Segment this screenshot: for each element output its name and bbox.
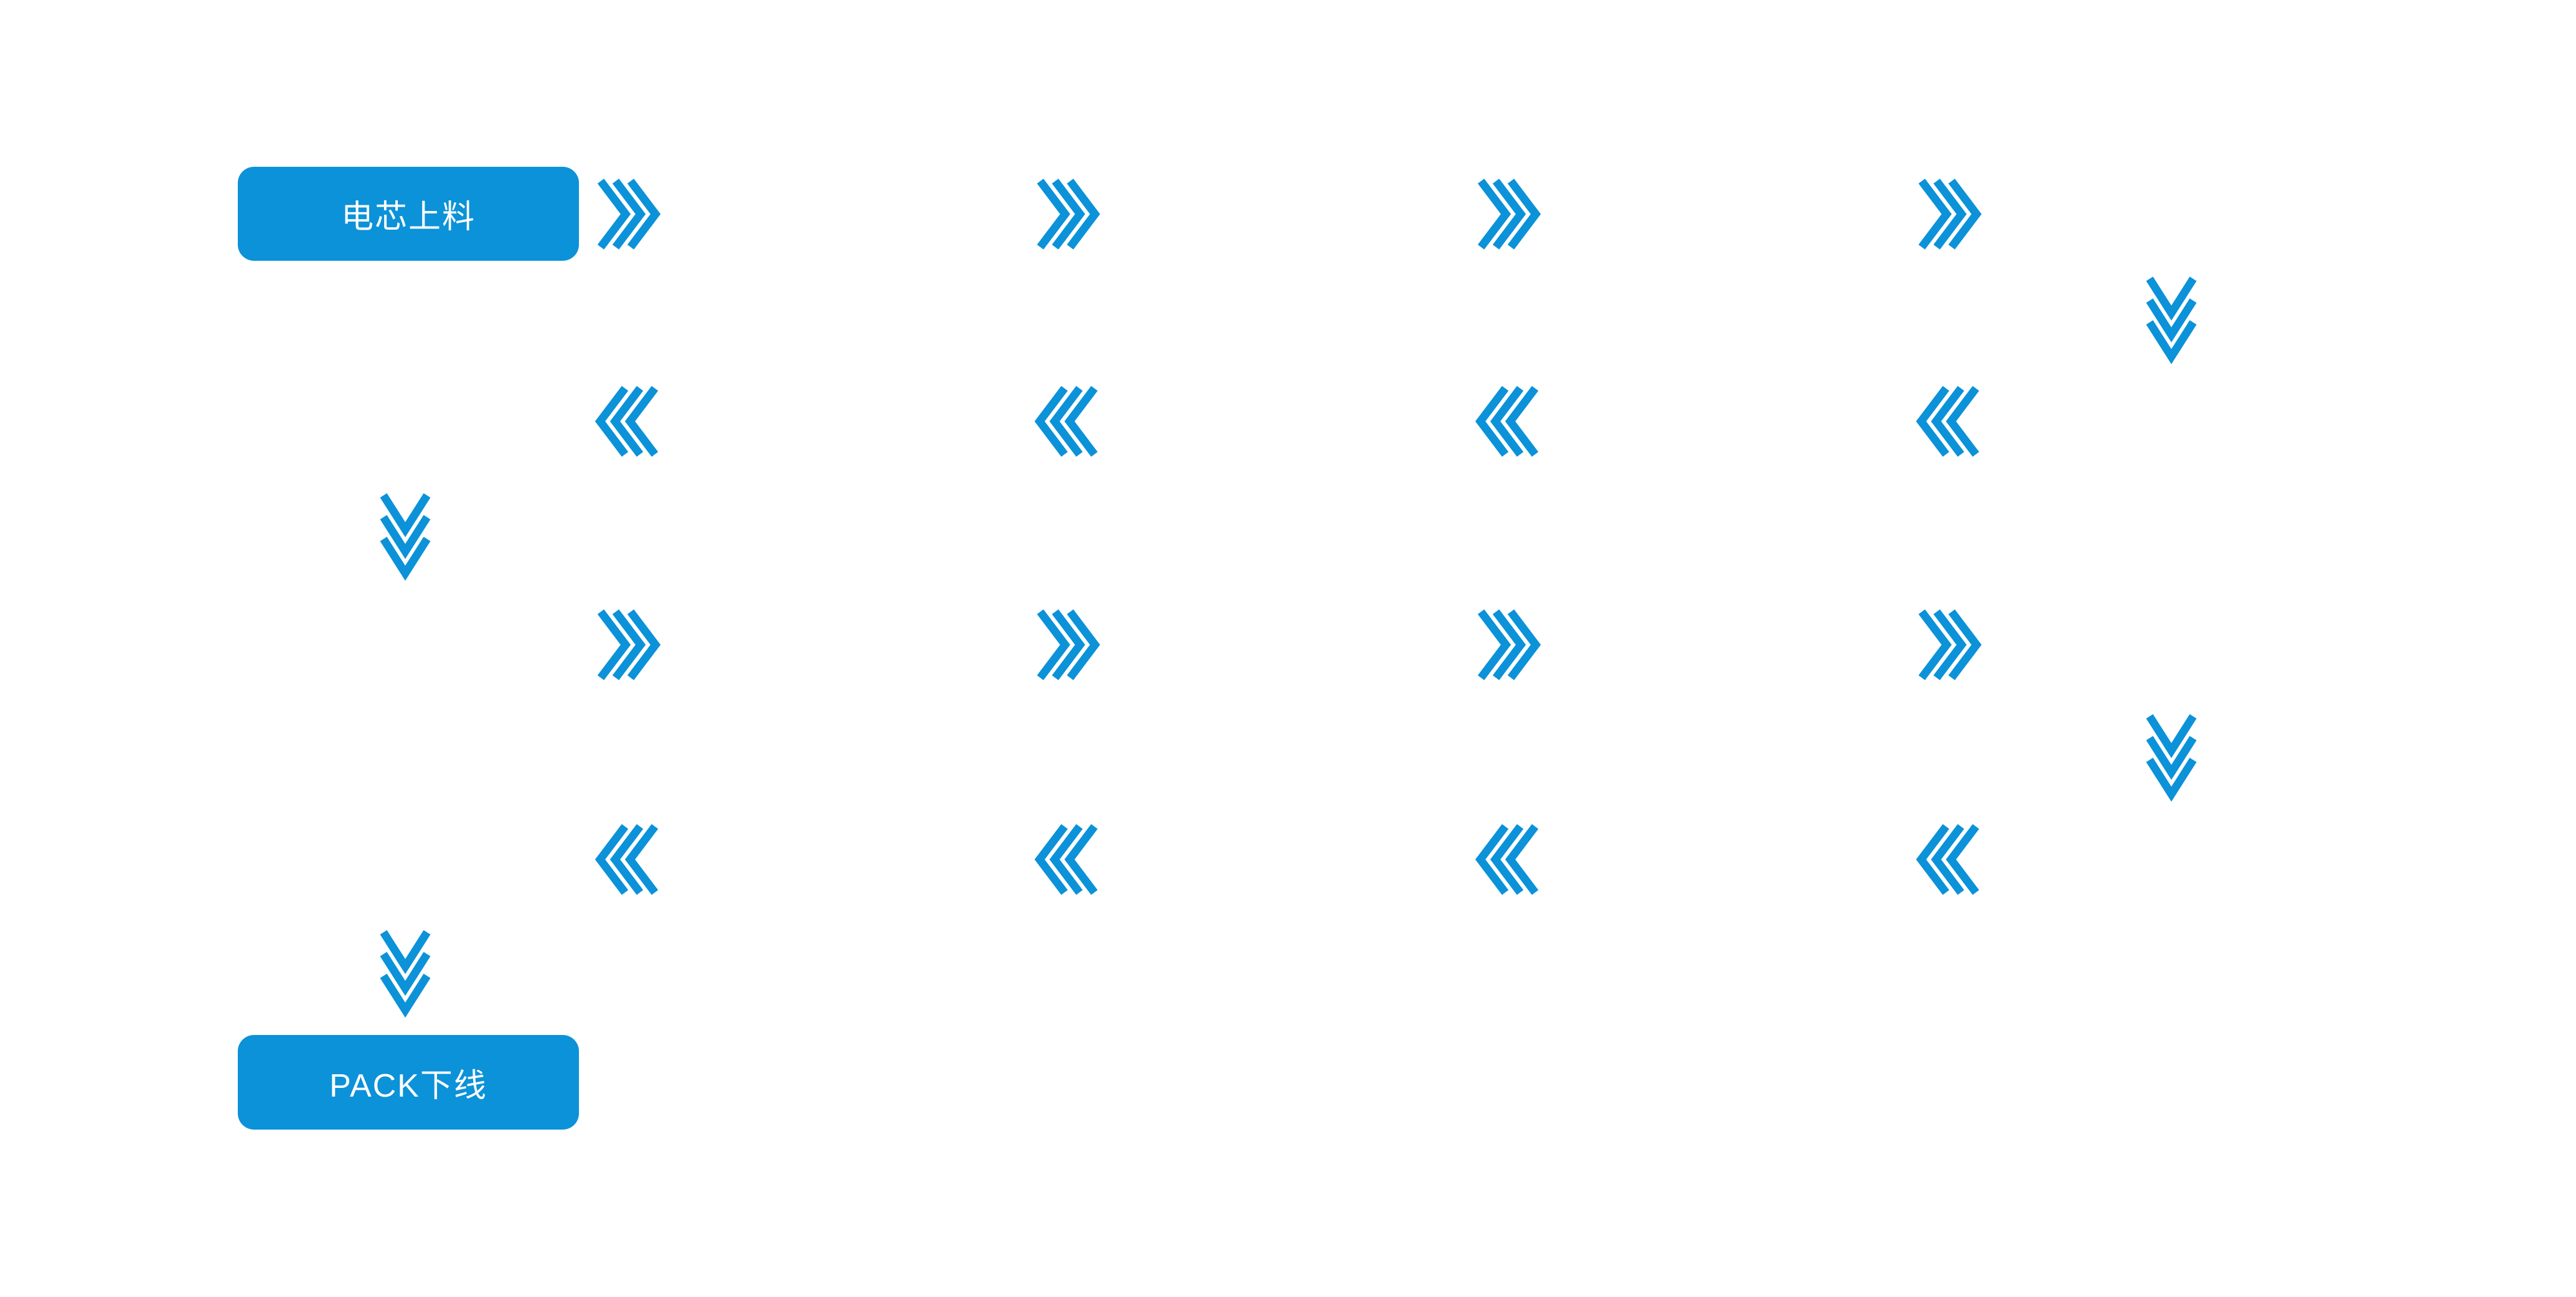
chevron-right-icon [597,609,660,680]
chevron-right-icon [1477,609,1541,680]
chevron-right-icon [1477,179,1541,250]
process-node-start-label: 电芯上料 [341,199,476,235]
chevron-left-icon [1916,386,1979,457]
chevron-down-icon [380,493,431,581]
process-node-start: 电芯上料 [238,167,579,261]
chevron-right-icon [1918,179,1981,250]
chevron-right-icon [1918,609,1981,680]
process-node-end-label: PACK下线 [329,1067,487,1104]
chevron-right-icon [1037,609,1100,680]
chevron-right-icon [597,179,660,250]
chevron-left-icon [595,824,658,895]
chevron-right-icon [1037,179,1100,250]
chevron-left-icon [1916,824,1979,895]
chevron-down-icon [2146,276,2197,364]
chevron-left-icon [595,386,658,457]
chevron-down-icon [2146,714,2197,802]
chevron-left-icon [1475,824,1538,895]
chevron-left-icon [1034,386,1098,457]
process-node-end: PACK下线 [238,1035,579,1130]
chevron-left-icon [1034,824,1098,895]
chevron-left-icon [1475,386,1538,457]
chevron-down-icon [380,930,431,1018]
